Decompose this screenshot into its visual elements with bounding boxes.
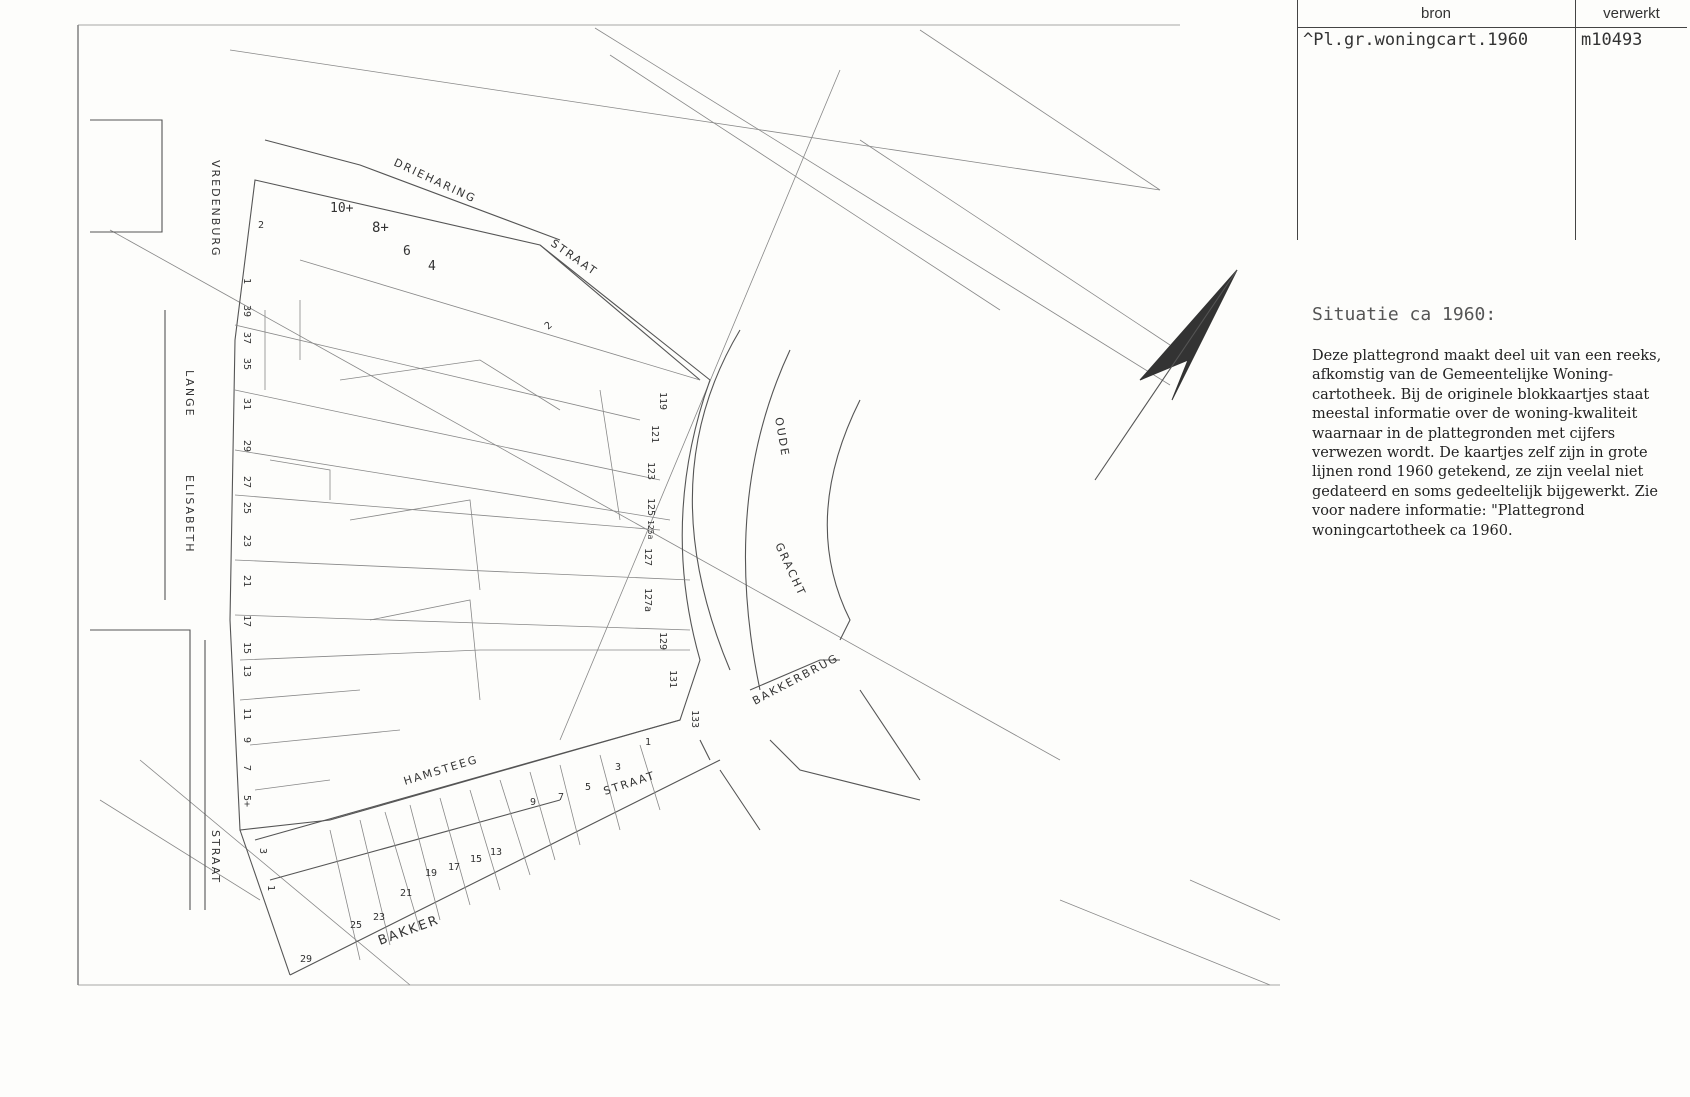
canal-oude-gracht — [691, 329, 921, 831]
survey-lines — [99, 27, 1281, 986]
house-number: 121 — [649, 425, 660, 443]
city-block — [229, 139, 711, 976]
house-number: 133 — [689, 710, 700, 728]
street-label-straat-bottom: STRAAT — [602, 769, 657, 798]
caption-title: Situatie ca 1960: — [1312, 304, 1497, 325]
street-label-elisabeth: ELISABETH — [183, 475, 196, 554]
table-divider — [1575, 0, 1576, 240]
house-number: 9 — [530, 797, 536, 808]
house-number: 7 — [241, 765, 252, 771]
house-number: 1 — [241, 278, 252, 284]
house-number: 1 — [645, 737, 651, 748]
house-number: 21 — [400, 888, 412, 899]
house-number: 23 — [241, 535, 252, 547]
street-label-oude: OUDE — [772, 416, 792, 458]
street-lange-elisabeth — [90, 310, 206, 910]
house-number: 17 — [448, 862, 460, 873]
house-number: 10+ — [330, 201, 354, 216]
house-number: 8+ — [372, 220, 389, 236]
house-number: 15 — [470, 854, 482, 865]
building-top-left — [90, 119, 163, 233]
bakkerstraat-strip — [254, 719, 721, 976]
house-number: 29 — [300, 954, 312, 965]
source-table: bron verwerkt ^Pl.gr.woningcart.1960 m10… — [1297, 0, 1687, 240]
house-number: 3 — [615, 762, 621, 773]
street-label-straat-left: STRAAT — [209, 830, 222, 884]
map-frame — [77, 24, 1280, 986]
street-label-vredenburg: VREDENBURG — [209, 160, 222, 258]
cell-bron: ^Pl.gr.woningcart.1960 — [1303, 30, 1529, 50]
house-number: 131 — [667, 670, 678, 688]
street-label-gracht: GRACHT — [772, 541, 808, 599]
house-number: 1 — [265, 885, 276, 891]
house-number: 129 — [657, 632, 668, 650]
house-number: 17 — [241, 615, 252, 627]
house-number: 119 — [657, 392, 668, 410]
street-label-lange: LANGE — [183, 370, 196, 418]
house-number: 19 — [425, 868, 437, 879]
house-number: 4 — [428, 259, 436, 274]
house-numbers-left: 1 39 37 35 31 29 27 25 23 21 17 15 13 11… — [241, 278, 276, 891]
house-number: 127a — [642, 588, 653, 612]
street-label-hamsteeg: HAMSTEEG — [402, 753, 480, 788]
house-number: 25 — [241, 502, 252, 514]
house-number: 29 — [241, 440, 252, 452]
cell-verwerkt: m10493 — [1581, 30, 1643, 50]
house-numbers-gracht: 119 121 123 125 125a 127 127a 129 131 13… — [642, 392, 700, 728]
house-number: 5 — [585, 782, 591, 793]
house-number: 6 — [403, 244, 411, 259]
house-number: 2 — [543, 320, 555, 332]
north-arrow-icon — [1094, 269, 1238, 481]
house-number: 127 — [642, 548, 653, 566]
caption-body: Deze plattegrond maakt deel uit van een … — [1312, 348, 1662, 539]
house-number: 37 — [241, 332, 252, 344]
caption: Situatie ca 1960: Deze plattegrond maakt… — [1312, 304, 1672, 541]
house-number: 9 — [241, 737, 252, 743]
table-border-left — [1297, 0, 1298, 240]
house-numbers-bottom: 29 25 23 21 19 17 15 13 9 7 5 3 1 — [300, 737, 651, 965]
header-bron: bron — [1297, 0, 1575, 28]
house-number: 23 — [373, 912, 385, 923]
house-number: 125 — [645, 498, 656, 516]
house-numbers-top: 2 10+ 8+ 6 4 2 — [258, 201, 555, 332]
house-number: 39 — [241, 305, 252, 317]
house-number: 125a — [646, 520, 655, 539]
house-number: 13 — [490, 847, 502, 858]
house-number: 2 — [258, 220, 264, 231]
house-number: 31 — [241, 398, 252, 410]
house-number: 27 — [241, 476, 252, 488]
house-number: 5+ — [241, 795, 252, 807]
house-number: 21 — [241, 575, 252, 587]
house-number: 123 — [645, 462, 656, 480]
house-number: 7 — [558, 792, 564, 803]
street-label-bakker: BAKKER — [376, 913, 441, 949]
house-number: 35 — [241, 358, 252, 370]
header-verwerkt: verwerkt — [1576, 0, 1687, 28]
street-label-bakkerbrug: BAKKERBRUG — [750, 651, 841, 707]
street-label-drieharing: DRIEHARING — [392, 156, 479, 206]
house-number: 25 — [350, 920, 362, 931]
house-number: 3 — [257, 848, 268, 854]
house-number: 13 — [241, 665, 252, 677]
house-number: 15 — [241, 642, 252, 654]
house-number: 11 — [241, 708, 252, 720]
